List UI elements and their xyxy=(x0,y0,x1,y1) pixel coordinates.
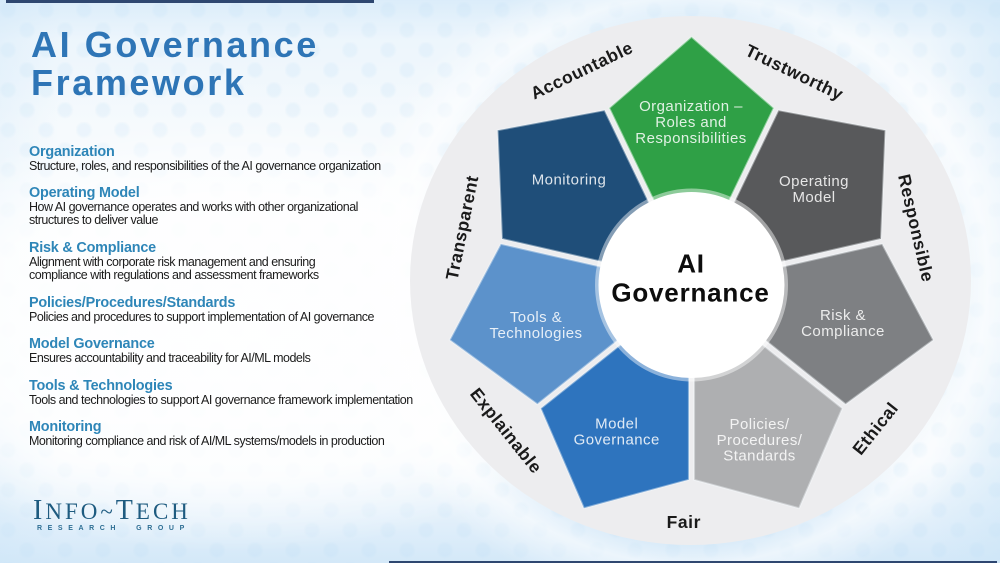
svg-text:Procedures/: Procedures/ xyxy=(717,432,803,449)
svg-text:Technologies: Technologies xyxy=(490,325,583,342)
svg-text:Compliance: Compliance xyxy=(801,323,885,340)
svg-text:Model: Model xyxy=(792,189,835,206)
svg-text:Responsibilities: Responsibilities xyxy=(635,130,746,147)
svg-text:Monitoring: Monitoring xyxy=(532,172,607,189)
svg-text:Operating: Operating xyxy=(779,173,849,190)
svg-text:Roles and: Roles and xyxy=(655,114,727,131)
svg-text:Policies/: Policies/ xyxy=(730,416,790,433)
svg-text:Governance: Governance xyxy=(611,278,769,308)
svg-text:Risk &: Risk & xyxy=(820,307,866,324)
svg-text:Fair: Fair xyxy=(667,512,701,532)
svg-text:Organization –: Organization – xyxy=(639,98,743,115)
svg-text:Model: Model xyxy=(595,416,638,433)
svg-text:Tools &: Tools & xyxy=(510,309,562,326)
svg-text:Standards: Standards xyxy=(723,448,795,465)
svg-text:Governance: Governance xyxy=(574,432,660,449)
svg-text:AI: AI xyxy=(677,249,705,279)
